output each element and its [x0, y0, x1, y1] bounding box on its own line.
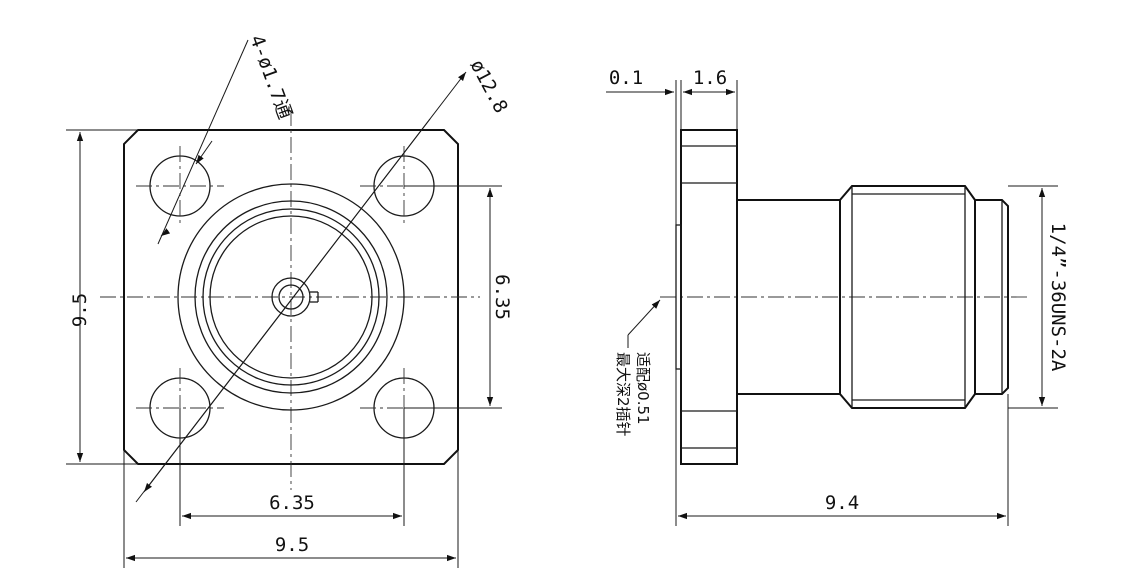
dim-hole-spacing-v: 6.35: [491, 274, 513, 320]
dim-hole-spacing-h: 6.35: [269, 492, 315, 514]
side-view: 0.1 1.6 1/4”-36UNS-2A 9.4 适配ø0.51 最大深2插针: [606, 67, 1069, 526]
dim-overall-width: 9.5: [275, 534, 309, 556]
flange-outline: [123, 129, 459, 465]
dim-gap: 0.1: [609, 67, 643, 89]
note-line1: 适配ø0.51: [634, 352, 652, 425]
dim-bolt-circle: ø12.8: [466, 56, 512, 117]
connector-tip: [975, 199, 1009, 395]
note-line2: 最大深2插针: [614, 352, 632, 437]
dim-flange-thickness: 1.6: [693, 67, 727, 89]
dim-holes: 4-ø1.7通: [245, 32, 296, 122]
hole-dim-leader: [157, 39, 249, 245]
note-leader: [627, 299, 661, 336]
dim-overall-height: 9.5: [69, 293, 91, 327]
dim-length: 9.4: [825, 492, 859, 514]
connector-face: [177, 183, 405, 411]
dim-thread: 1/4”-36UNS-2A: [1047, 223, 1069, 372]
face-step: [675, 224, 682, 370]
front-view: ø12.8 4-ø1.7通 9.5 6.35 6.35 9.5: [66, 32, 513, 568]
